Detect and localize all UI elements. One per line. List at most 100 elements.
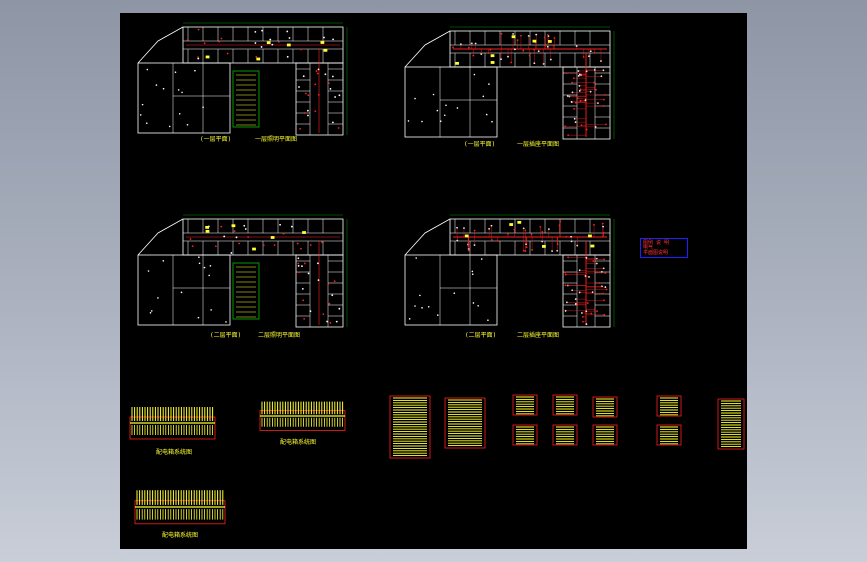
plan-4-title: 二层插座平面图: [517, 332, 560, 339]
plan-1-tag: [205, 55, 210, 59]
plan-3-fixture: [301, 288, 304, 290]
plan-3-fixture: [296, 242, 299, 245]
plan-3-fixture: [302, 299, 305, 302]
plan-1-fixture: [145, 122, 148, 124]
plan-4-fixture: [437, 314, 439, 316]
plan-1-fixture: [323, 36, 325, 39]
plan-1-fixture: [288, 37, 291, 39]
plan-3-fixture: [331, 294, 334, 297]
plan-3-fixture: [180, 291, 183, 294]
plan-1-tag: [320, 41, 325, 44]
plan-1-tag: [266, 41, 271, 45]
plan-1-fixture: [298, 86, 300, 88]
plan-3-fixture: [157, 297, 159, 299]
plan-2-fixture: [473, 73, 476, 76]
plan-4-fixture: [602, 292, 605, 295]
plan-3-fixture: [329, 321, 332, 324]
plan-2-left-block: [404, 66, 498, 138]
plan-3-fixture: [279, 223, 281, 226]
plan-4-fixture: [419, 294, 421, 297]
plan-2-fixture: [527, 35, 530, 37]
plan-4-fixture: [605, 288, 608, 291]
plan-3-fixture: [149, 311, 152, 314]
plan-4-fixture: [522, 249, 525, 252]
plan-3-entrance-wall: [137, 218, 184, 256]
plan-1-fixture: [226, 52, 229, 55]
plan-2-fixture: [491, 120, 493, 123]
plan-3-tag: [205, 229, 210, 233]
plan-2-tag: [511, 35, 516, 39]
plan-1-fixture: [168, 125, 171, 128]
plan-2-fixture: [467, 46, 470, 49]
plan-2-fixture: [482, 95, 485, 98]
plan-2-fixture: [421, 120, 423, 123]
plan-1-fixture: [271, 43, 274, 46]
plan-4-fixture: [471, 273, 474, 276]
plan-2-fixture: [578, 84, 581, 87]
plan-1-fixture: [314, 110, 317, 113]
plan-3-fixture: [244, 228, 247, 230]
plan-3-fixture: [235, 236, 238, 239]
plan-3-fixture: [150, 310, 153, 312]
legend-line-2: 电气: [643, 245, 654, 251]
plan-3-fixture: [303, 262, 306, 265]
plan-2-right-wing: [562, 66, 611, 140]
plan-1-fixture: [155, 84, 158, 86]
plan-2-caption: (一层平面): [464, 141, 496, 148]
plan-1-fixture: [202, 106, 204, 108]
plan-1-fixture: [305, 92, 307, 95]
plan-4-fixture: [564, 309, 567, 312]
plan-2-fixture: [596, 102, 599, 105]
plan-3-caption: (二层平面): [210, 332, 242, 339]
plan-1-caption: (一层平面): [200, 136, 232, 143]
plan-3-fixture: [322, 313, 325, 316]
legend-box[interactable]: 图例 说 明 电气 平面图说明: [640, 238, 688, 258]
plan-1-fixture: [334, 96, 337, 98]
plan-3-fixture: [290, 225, 293, 228]
plan-1-fixture: [254, 30, 257, 33]
plan-2-fixture: [488, 83, 490, 85]
plan-2-fixture: [573, 117, 576, 120]
plan-2-fixture: [445, 104, 447, 107]
plan-1-title: 一层照明平面图: [255, 136, 298, 143]
plan-4-fixture: [414, 305, 416, 307]
legend-line-3: 平面图说明: [643, 250, 669, 256]
plan-2-fixture: [580, 124, 583, 127]
plan-1-fixture: [324, 73, 327, 76]
plan-2-fixture: [573, 107, 575, 110]
plan-1-fixture: [203, 42, 206, 45]
plan-1-fixture: [277, 40, 280, 43]
plan-2-fixture: [546, 45, 549, 48]
plan-3-fixture: [225, 321, 227, 323]
plan-3-tag: [205, 225, 210, 229]
plan-4-fixture: [551, 250, 553, 252]
plan-3-fixture: [307, 272, 310, 275]
plan-1-fixture: [299, 127, 302, 130]
plan-4-fixture: [581, 312, 583, 314]
plan-3-fixture: [189, 238, 192, 240]
plan-3-fixture: [220, 225, 223, 228]
plan-1-fixture: [269, 38, 272, 41]
plan-3-fixture: [327, 283, 330, 285]
plan-1-fixture: [306, 109, 309, 112]
plan-3-fixture: [262, 244, 265, 247]
panel-small-7-frame: [656, 395, 682, 417]
drawing-canvas[interactable]: (一层平面) 一层照明平面图 (一层平面) 一层插座平面图 (二层平面) 二层照…: [120, 13, 747, 549]
plan-4-fixture: [564, 271, 567, 274]
plan-1-fixture: [317, 68, 320, 71]
plan-3-fixture: [162, 260, 165, 262]
panel-small-1-frame: [512, 394, 538, 416]
plan-1-fixture: [194, 69, 196, 72]
plan-1-fixture: [316, 72, 319, 75]
panel-a-frame: [389, 395, 431, 459]
plan-3-left-block: [137, 254, 231, 326]
plan-2-tag: [455, 61, 459, 65]
plan-3-fixture: [208, 274, 210, 277]
plan-3-fixture: [300, 247, 302, 250]
plan-2-fixture: [579, 88, 582, 91]
plan-3-fixture: [335, 320, 338, 323]
plan-1-fixture: [177, 89, 180, 91]
plan-3-fixture: [233, 230, 236, 232]
plan-4-tag: [590, 244, 595, 248]
plan-1-fixture: [332, 38, 334, 41]
